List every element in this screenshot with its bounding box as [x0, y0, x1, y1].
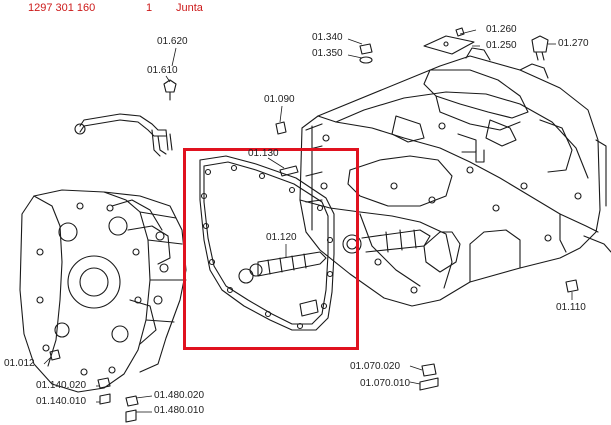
- callout-01-270[interactable]: 01.270: [558, 38, 589, 49]
- gearbox-housing: [299, 47, 611, 307]
- callout-01-250[interactable]: 01.250: [486, 40, 517, 51]
- pipe-part: [79, 113, 167, 131]
- callout-01-120[interactable]: 01.120: [266, 232, 297, 243]
- callout-01-480-010[interactable]: 01.480.010: [154, 405, 205, 416]
- callout-01-090[interactable]: 01.090: [264, 94, 295, 105]
- gasket-outline: [199, 155, 335, 331]
- part-description: Junta: [176, 2, 203, 14]
- callout-01-012[interactable]: 01.012: [4, 358, 35, 369]
- callout-01-070-010[interactable]: 01.070.010: [360, 378, 411, 389]
- part-quantity: 1: [146, 2, 153, 14]
- callout-01-610[interactable]: 01.610: [147, 65, 178, 76]
- leader-lines: [43, 29, 573, 413]
- callout-01-140-010[interactable]: 01.140.010: [36, 396, 87, 407]
- left-housing: [19, 189, 187, 393]
- callout-01-620[interactable]: 01.620: [157, 36, 188, 47]
- callout-01-130[interactable]: 01.130: [248, 148, 279, 159]
- callout-01-070-020[interactable]: 01.070.020: [350, 361, 401, 372]
- part-number: 1297 301 160: [28, 2, 96, 14]
- callout-01-140-020[interactable]: 01.140.020: [36, 380, 87, 391]
- callout-01-480-020[interactable]: 01.480.020: [154, 390, 205, 401]
- highlighted-part-box[interactable]: [183, 148, 359, 350]
- callout-01-340[interactable]: 01.340: [312, 32, 343, 43]
- callout-01-110[interactable]: 01.110: [556, 302, 586, 313]
- callout-01-260[interactable]: 01.260: [486, 24, 517, 35]
- callout-01-350[interactable]: 01.350: [312, 48, 343, 59]
